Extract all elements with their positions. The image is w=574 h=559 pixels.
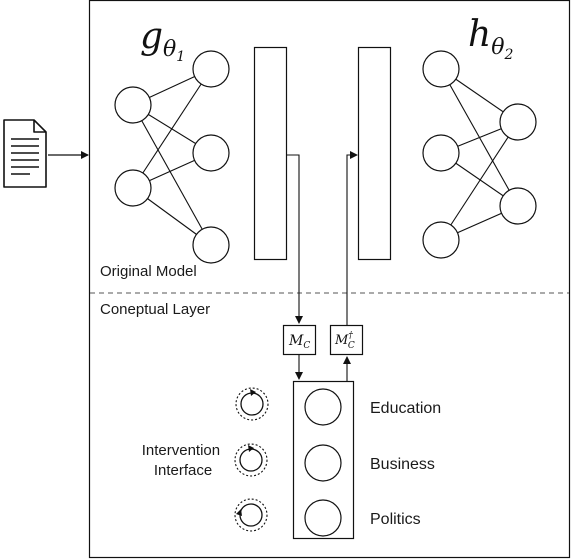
concept-label-education: Education bbox=[370, 400, 441, 417]
mc-dagger-label: M†C bbox=[334, 331, 355, 351]
decoder-network bbox=[422, 50, 537, 259]
reconstruction-arrow bbox=[346, 151, 358, 325]
mc-label: MC bbox=[288, 333, 310, 351]
encoder-output-layer bbox=[253, 46, 288, 261]
concept-node-education[interactable] bbox=[304, 388, 342, 426]
main-frame bbox=[88, 0, 571, 559]
decoder-node bbox=[422, 134, 460, 172]
intervention-label: Intervention Interface bbox=[142, 442, 225, 479]
original-model-label: Original Model bbox=[100, 263, 197, 280]
decoder-node bbox=[422, 221, 460, 259]
decoder-node bbox=[499, 103, 537, 141]
document-icon bbox=[3, 119, 47, 188]
encoder-network bbox=[114, 50, 230, 264]
dial-icon[interactable] bbox=[234, 443, 268, 477]
encoder-node bbox=[114, 169, 152, 207]
decoder-node bbox=[422, 50, 460, 88]
dial-icon[interactable] bbox=[234, 498, 268, 532]
dial-icon[interactable] bbox=[235, 387, 269, 421]
decoder-input-layer bbox=[357, 46, 392, 261]
encoder-label: gθ1 bbox=[140, 16, 185, 65]
concept-node-business[interactable] bbox=[304, 444, 342, 482]
projection-arrow bbox=[287, 154, 303, 324]
mc-dagger-box bbox=[329, 324, 364, 356]
encoder-node bbox=[192, 50, 230, 88]
decoder-label: hθ2 bbox=[468, 14, 513, 63]
encoder-node bbox=[192, 134, 230, 172]
concept-node-politics[interactable] bbox=[304, 499, 342, 537]
concept-label-business: Business bbox=[370, 456, 435, 473]
decoder-node bbox=[499, 187, 537, 225]
mc-box bbox=[282, 324, 317, 356]
encoder-node bbox=[114, 86, 152, 124]
encoder-node bbox=[192, 226, 230, 264]
concept-label-politics: Politics bbox=[370, 511, 421, 528]
conceptual-layer-label: Coneptual Layer bbox=[100, 301, 210, 318]
